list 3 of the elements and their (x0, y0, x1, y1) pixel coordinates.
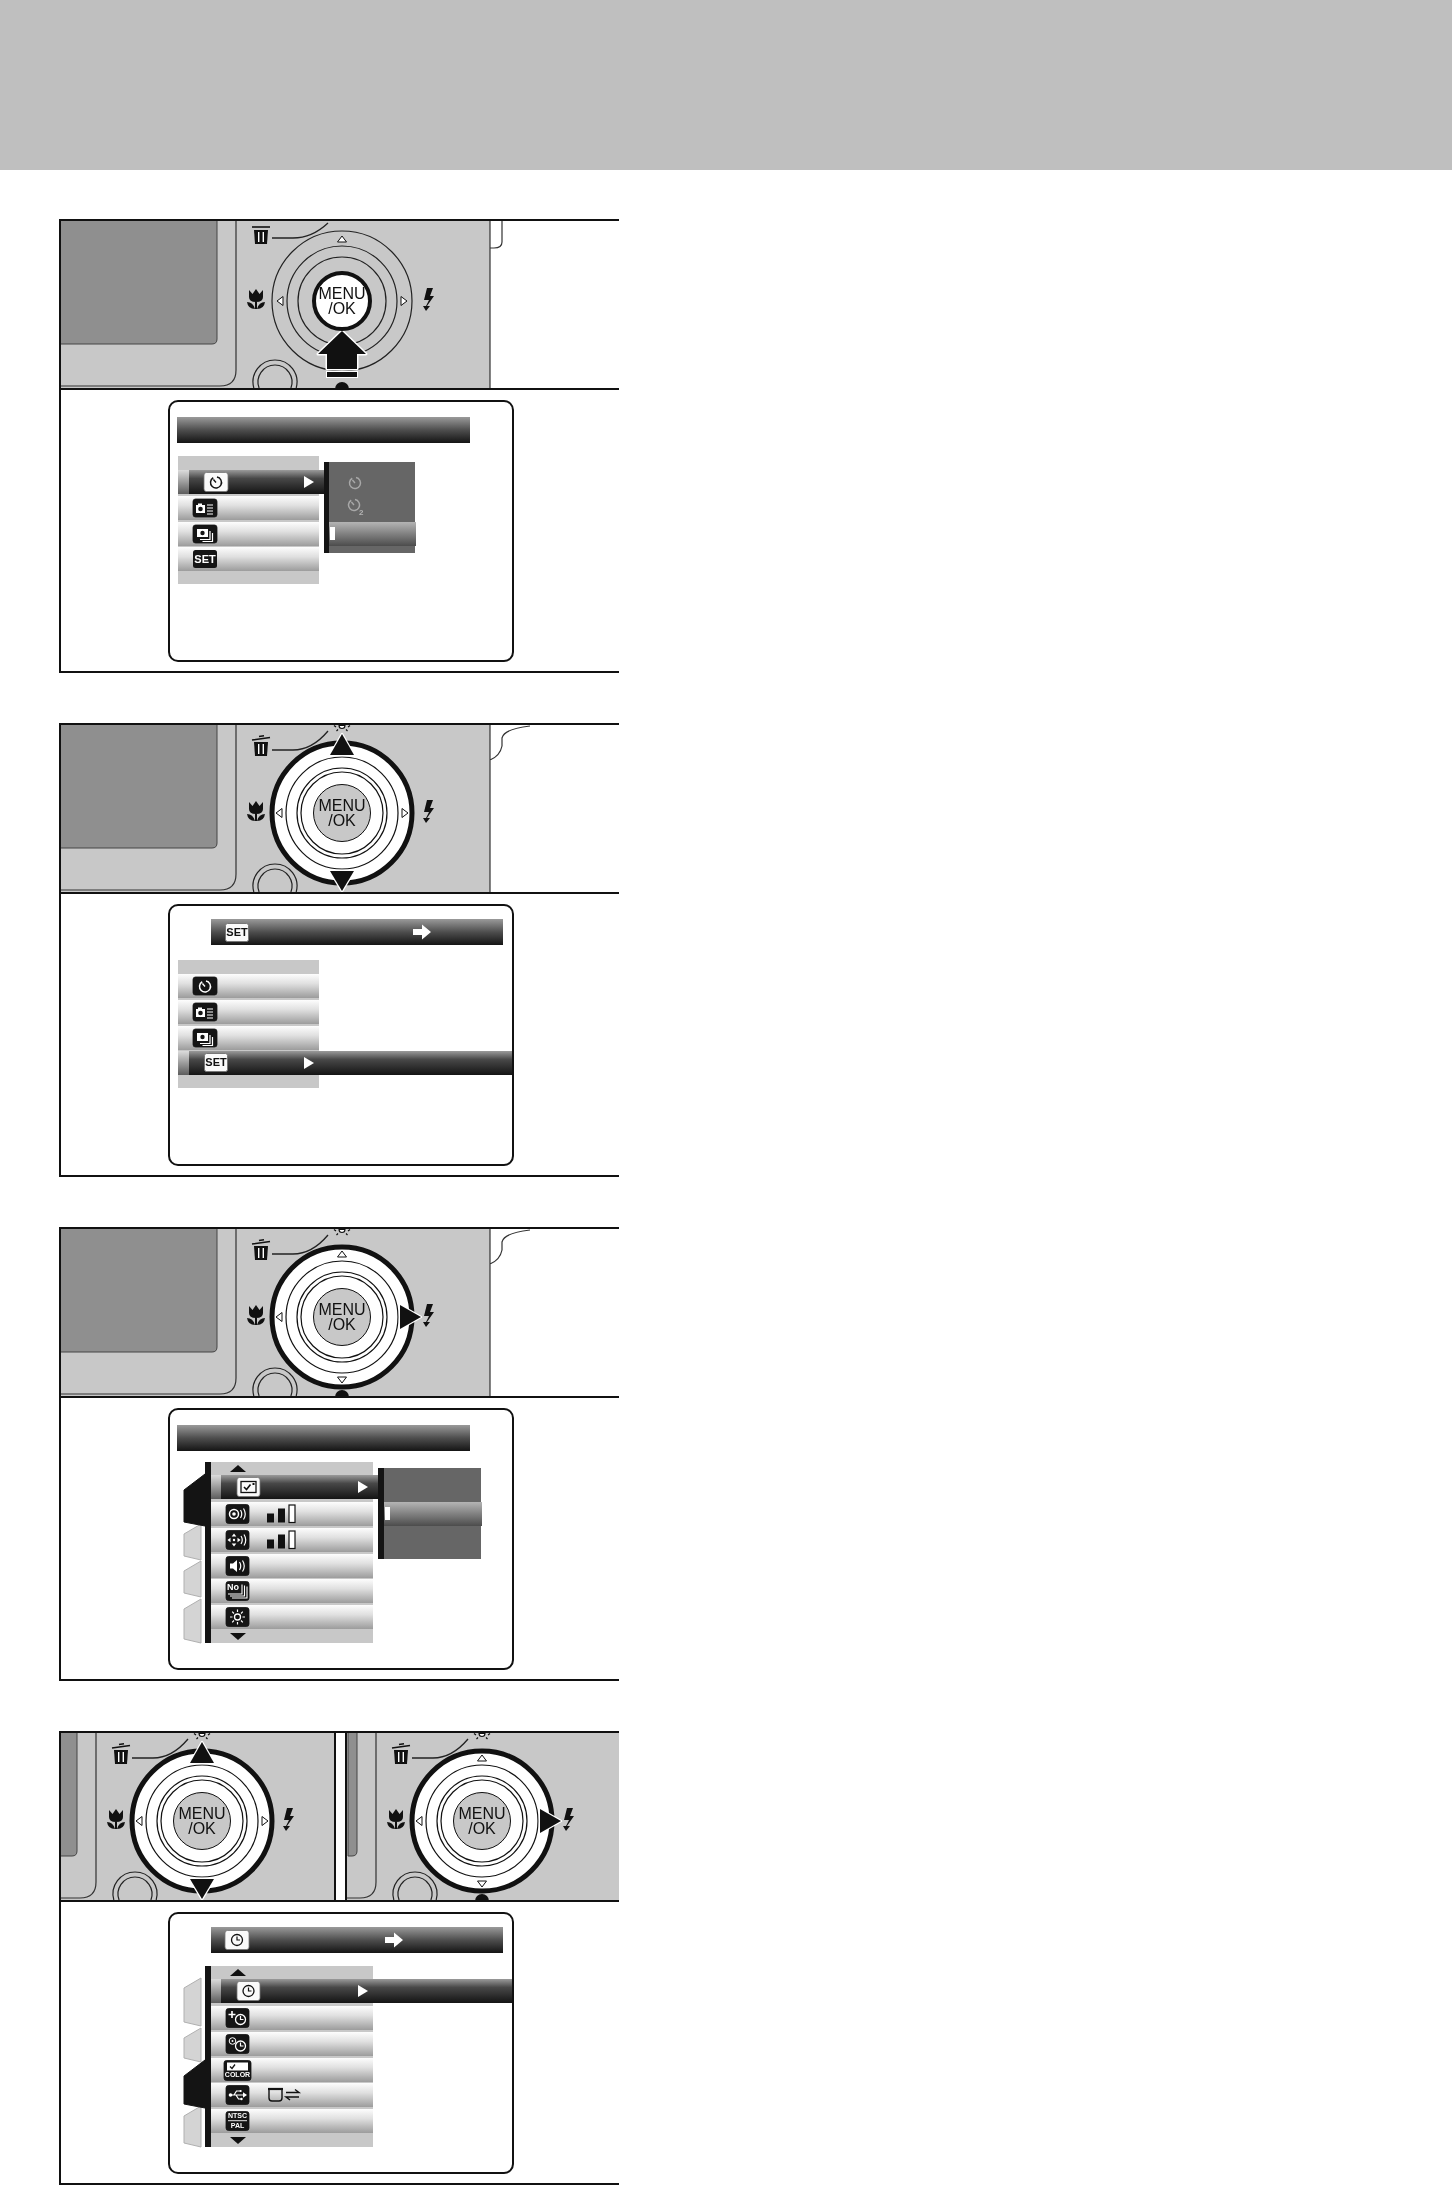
icon-text: No (227, 1582, 239, 1592)
set-tab-label: SET (193, 550, 217, 568)
icon-text: 2 (359, 507, 364, 517)
